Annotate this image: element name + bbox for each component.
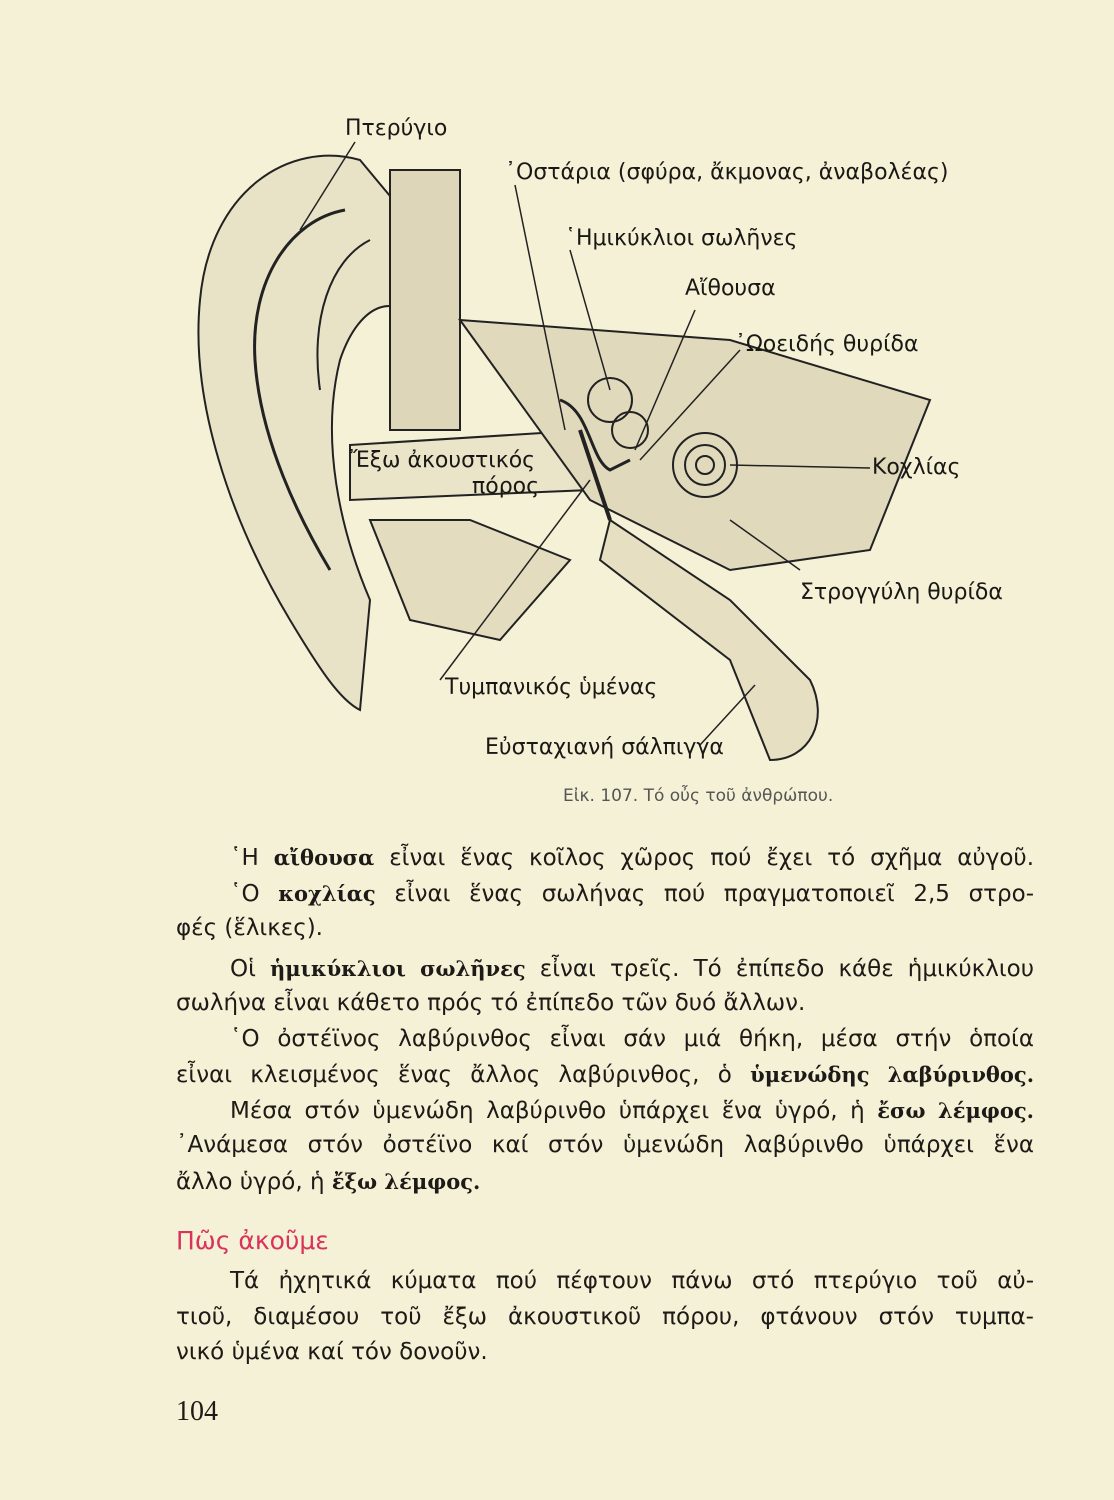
section-heading: Πῶς ἀκοῦμε: [176, 1226, 329, 1255]
label-ossicles: ᾿Οστάρια (σφύρα, ἄκμονας, ἀναβολέας): [505, 160, 949, 185]
text-line: Οἱ ἡμικύκλιοι σωλῆνες εἶναι τρεῖς. Τό ἐπ…: [230, 955, 1034, 982]
jaw-region: [368, 519, 572, 642]
text-line: ῾Ο ὀστέϊνος λαβύρινθος εἶναι σάν μιά θήκ…: [230, 1025, 1034, 1052]
text-line: Τά ἠχητικά κύματα πού πέφτουν πάνω στό π…: [230, 1268, 1034, 1294]
text-line: νικό ὑμένα καί τόν δονοῦν.: [176, 1339, 488, 1365]
label-pinna: Πτερύγιο: [345, 116, 448, 141]
label-vestibule: Αἴθουσα: [685, 276, 776, 301]
leader-lines: [299, 141, 871, 746]
text-line: Μέσα στόν ὑμενώδη λαβύρινθο ὑπάρχει ἕνα …: [230, 1097, 1034, 1124]
label-oval-window: ᾿Ωοειδής θυρίδα: [735, 332, 919, 357]
text-line: σωλήνα εἶναι κάθετο πρός τό ἐπίπεδο τῶν …: [176, 990, 806, 1016]
eustachian-tube: [598, 518, 819, 762]
text-line: ῾Ο κοχλίας εἶναι ἕνας σωλήνας πού πραγμα…: [230, 880, 1034, 907]
text-line: ῾Η αἴθουσα εἶναι ἕνας κοῖλος χῶρος πού ἔ…: [230, 845, 1035, 871]
ossicles: [559, 398, 631, 472]
cochlea-spiral: [672, 432, 738, 498]
label-eardrum: Τυμπανικός ὑμένας: [445, 675, 658, 700]
text-line: εἶναι κλεισμένος ἕνας ἄλλος λαβύρινθος, …: [176, 1062, 1034, 1088]
label-eustachian-tube: Εὐσταχιανή σάλπιγγα: [485, 735, 724, 760]
body-text: ῾Η αἴθουσα εἶναι ἕνας κοῖλος χῶρος πού ἔ…: [176, 840, 1034, 1199]
figure-caption: Εἰκ. 107. Τό οὖς τοῦ ἀνθρώπου.: [563, 786, 834, 806]
body-text-2: Τά ἠχητικά κύματα πού πέφτουν πάνω στό π…: [176, 1264, 1034, 1371]
ear-anatomy-illustration: [197, 141, 932, 762]
pinna-outline: [197, 154, 421, 712]
text-line: ἄλλο ὑγρό, ἡ ἔξω λέμφος.: [176, 1168, 481, 1195]
label-cochlea: Κοχλίας: [872, 455, 961, 480]
eardrum: [578, 429, 612, 521]
semicircular-canals: [587, 377, 633, 423]
label-semicircular-canals: ῾Ημικύκλιοι σωλῆνες: [565, 226, 798, 251]
label-ear-canal-line1: Ἔξω ἀκουστικός: [350, 448, 536, 473]
label-ear-canal-line2: πόρος: [472, 474, 540, 499]
text-line: τιοῦ, διαμέσου τοῦ ἔξω ἀκουστικοῦ πόρου,…: [176, 1303, 1034, 1330]
label-round-window: Στρογγύλη θυρίδα: [800, 580, 1003, 605]
page-number: 104: [176, 1396, 218, 1427]
temporal-bone: [457, 318, 932, 572]
text-line: ᾿Ανάμεσα στόν ὀστέϊνο καί στόν ὑμενώδη λ…: [176, 1132, 1034, 1158]
text-line: φές (ἕλικες).: [176, 915, 323, 941]
skull-bone: [389, 169, 461, 431]
